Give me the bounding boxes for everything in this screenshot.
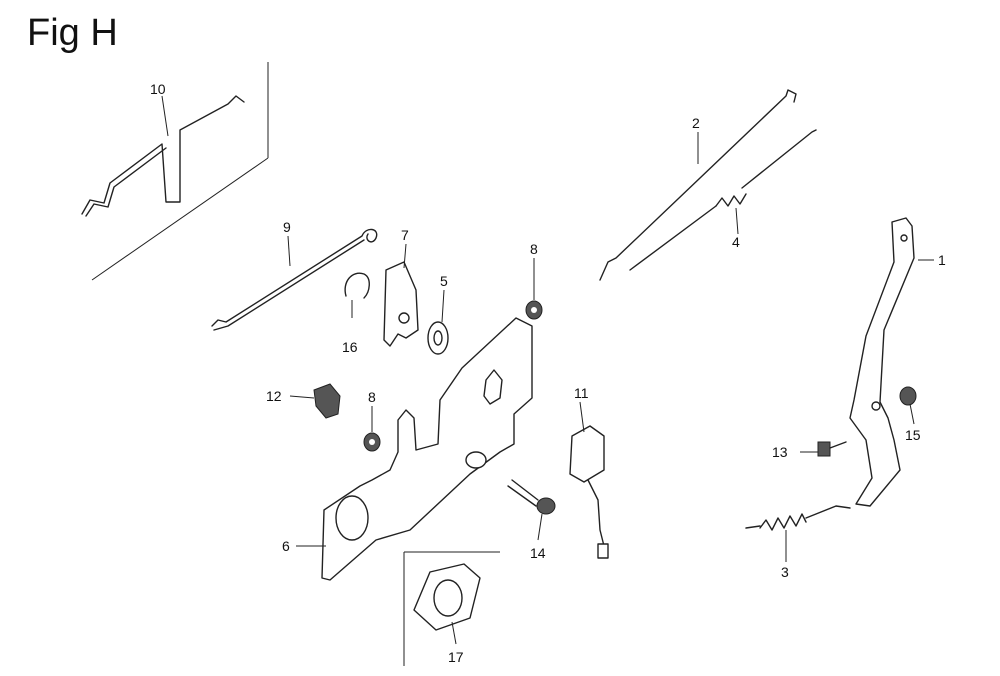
callout-15: 15	[905, 427, 921, 443]
callout-5: 5	[440, 273, 448, 289]
callout-8-lower: 8	[368, 389, 376, 405]
callout-12: 12	[266, 388, 282, 404]
callout-10: 10	[150, 81, 166, 97]
callout-8-upper: 8	[530, 241, 538, 257]
part-17-gasket	[413, 563, 481, 631]
leader-lines	[161, 95, 934, 645]
part-3-spring	[745, 505, 851, 531]
part-5-washer	[427, 321, 449, 355]
part-14-bolt	[507, 479, 556, 515]
part-12-clamp	[313, 383, 341, 419]
callout-1: 1	[938, 252, 946, 268]
callout-7: 7	[401, 227, 409, 243]
part-4-spring	[629, 129, 817, 271]
callout-14: 14	[530, 545, 546, 561]
part-1-lever	[849, 217, 915, 507]
callout-labels: 1 2 3 4 5 6 7 8 8 9 10 11 12 13 14 15 16…	[150, 81, 946, 665]
figure-title: Fig H	[27, 12, 118, 54]
callout-17: 17	[448, 649, 464, 665]
part-9-rod	[211, 228, 378, 331]
part-7-plate	[383, 261, 419, 347]
callout-4: 4	[732, 234, 740, 250]
part-8-nut-lower	[363, 432, 381, 452]
part-2-rod	[599, 89, 797, 281]
part-10-rod	[81, 95, 245, 217]
callout-13: 13	[772, 444, 788, 460]
part-6-bracket	[321, 317, 533, 581]
part-16-clip	[344, 272, 370, 299]
divider-lines	[91, 62, 500, 666]
callout-11: 11	[574, 385, 589, 401]
callout-2: 2	[692, 115, 700, 131]
callout-9: 9	[283, 219, 291, 235]
callout-3: 3	[781, 564, 789, 580]
callout-16: 16	[342, 339, 358, 355]
part-13-bolt	[817, 441, 847, 457]
callout-6: 6	[282, 538, 290, 554]
part-11-switch	[569, 425, 609, 559]
part-8-nut-upper	[525, 300, 543, 320]
part-15-nut	[899, 386, 917, 406]
